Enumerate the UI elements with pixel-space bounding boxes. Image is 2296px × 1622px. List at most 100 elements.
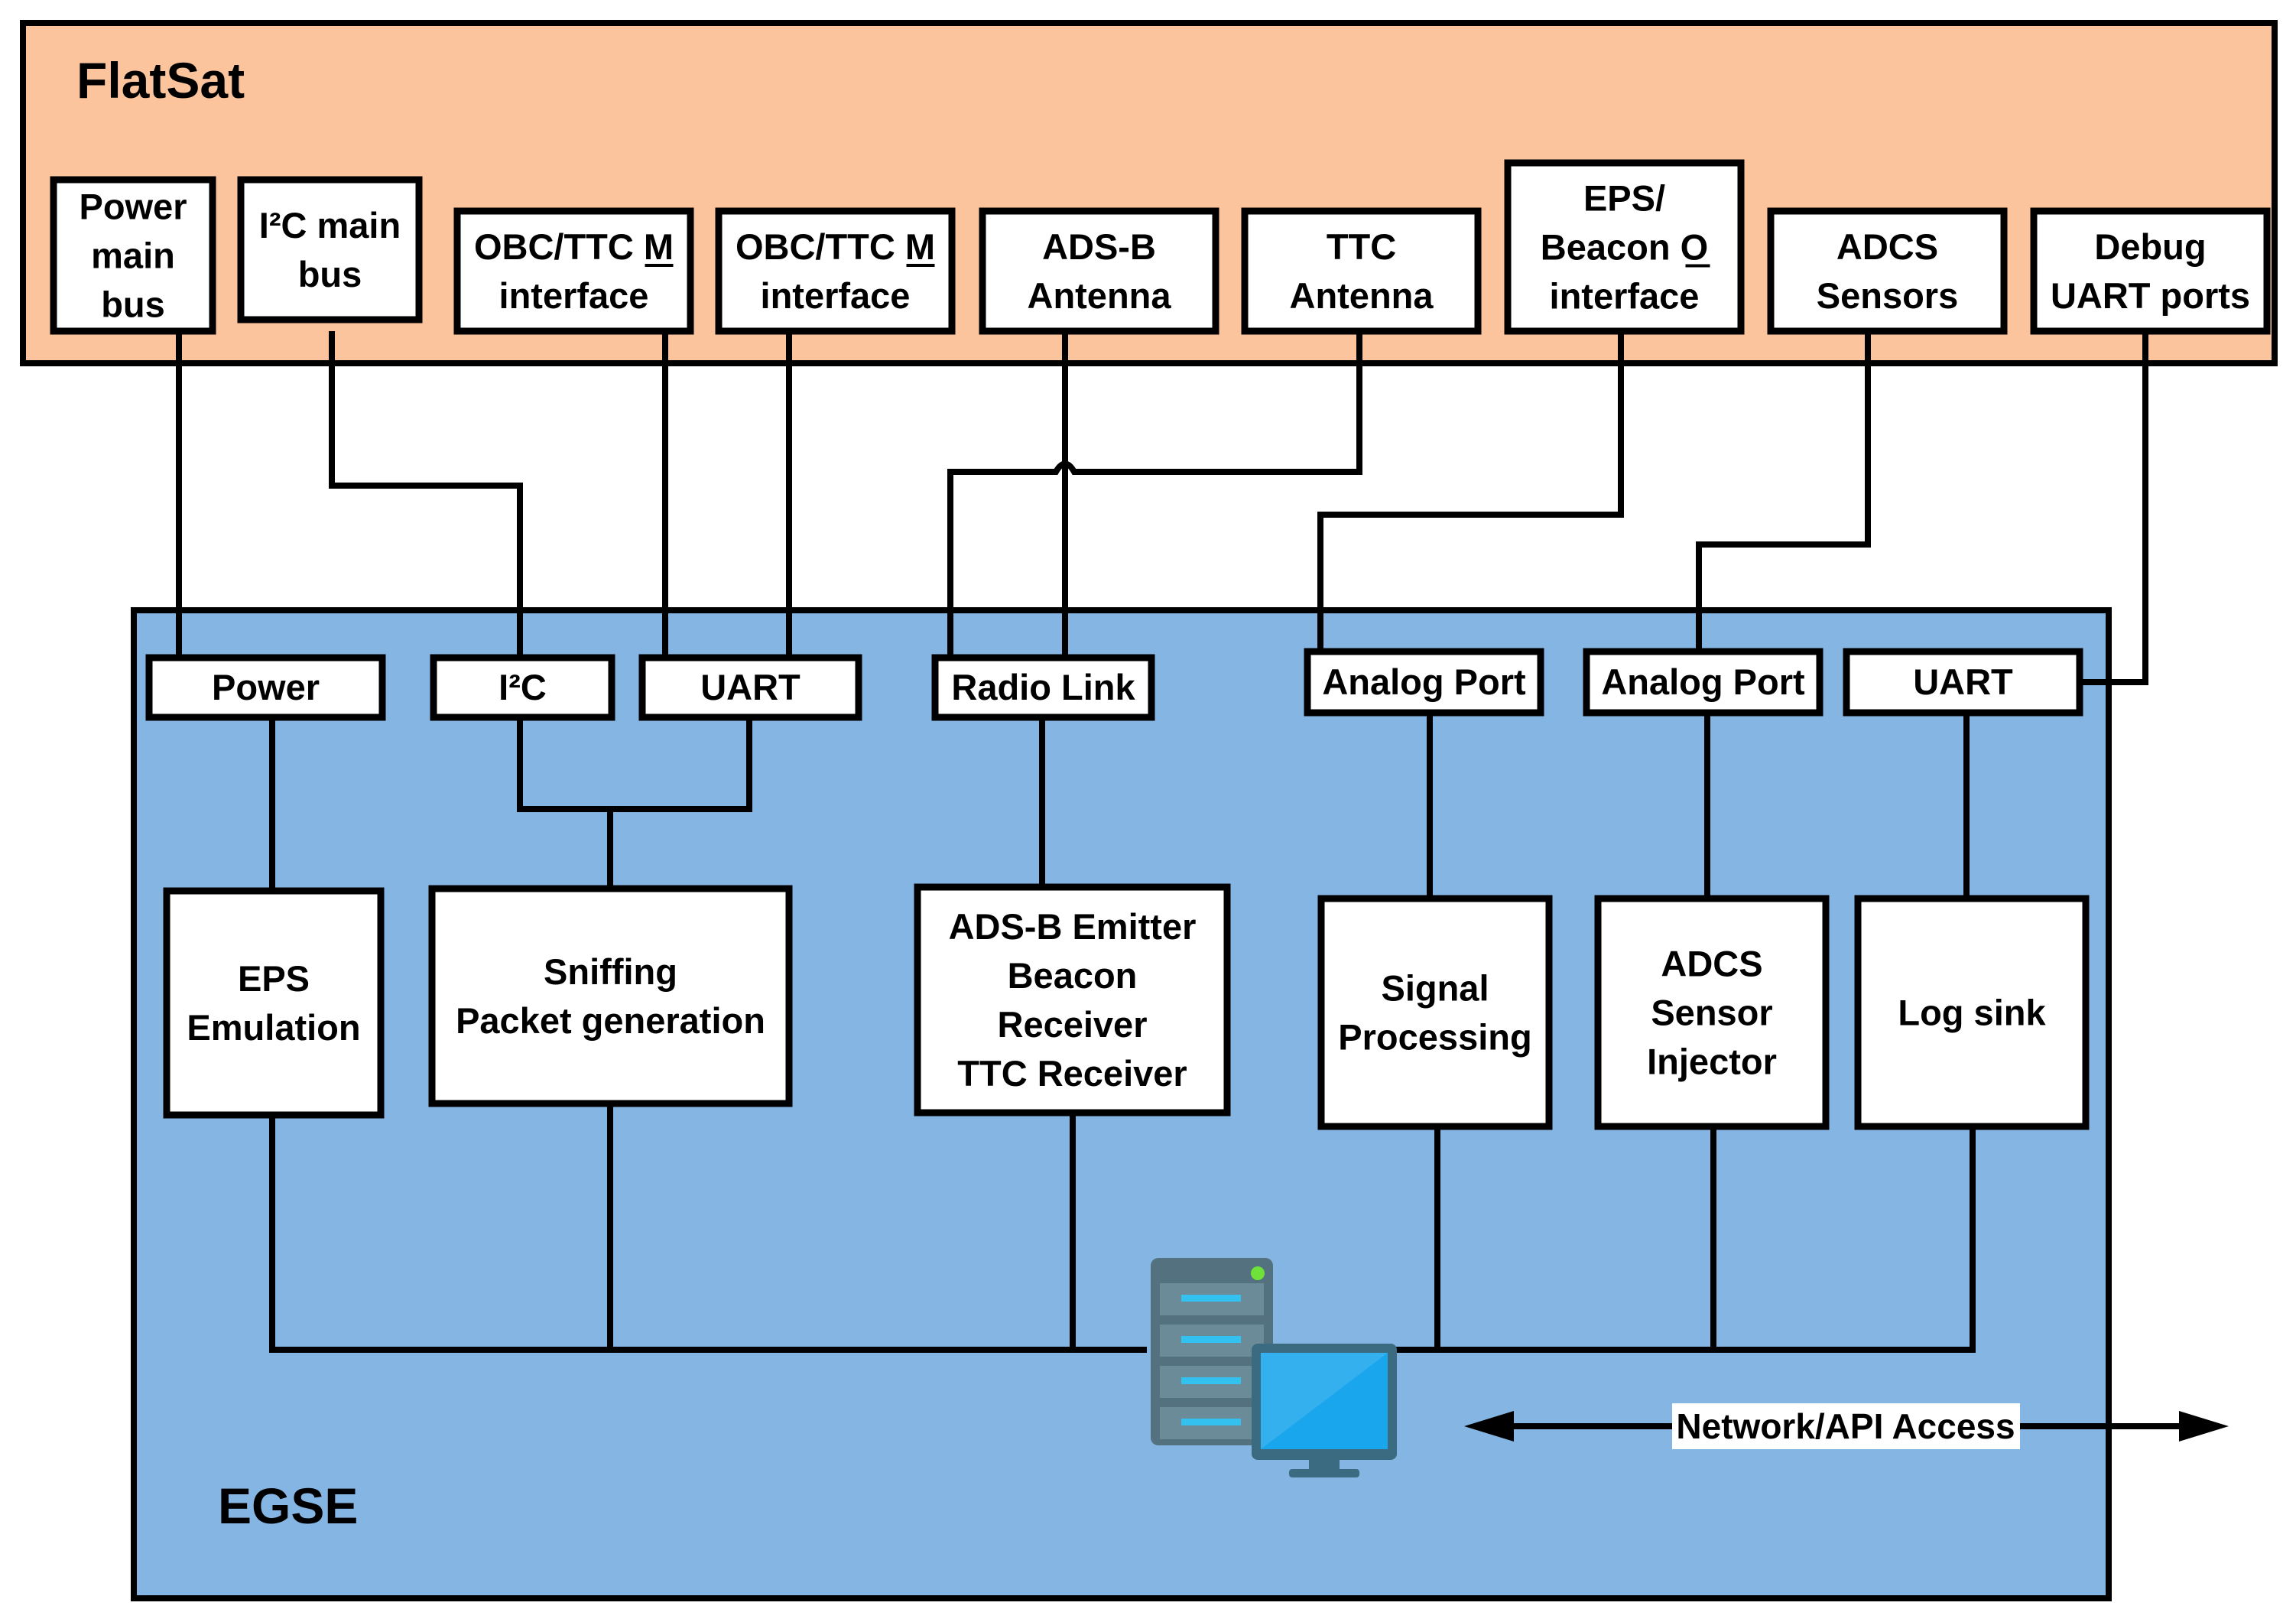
text-line: Receiver [998, 1004, 1148, 1045]
text-line: Signal [1381, 967, 1489, 1008]
text-line: Sensor [1651, 992, 1772, 1032]
function-box [163, 887, 385, 1119]
flatsat-interface-adcs_sensors: ADCS Sensors [1767, 207, 2008, 335]
egse-ports: Power I²C UART Radio Link Analog Port Analog … [145, 648, 2083, 721]
server-led [1181, 1419, 1241, 1425]
wire-bus-right [1392, 1126, 1976, 1353]
wire-ttc-antenna [947, 331, 1362, 658]
port-label: Analog Port [1322, 661, 1526, 702]
egse-function-log: Log sink [1854, 895, 2090, 1130]
port-label: UART [700, 667, 801, 707]
arrow-right-head [2179, 1411, 2229, 1442]
text-line: OBC/TTC M [474, 226, 674, 267]
egse-port-power: Power [145, 654, 386, 721]
server-led [1181, 1295, 1241, 1302]
arrow-left-head [1464, 1411, 1514, 1442]
text-line: Antenna [1028, 275, 1172, 316]
interface-box [237, 176, 423, 323]
port-box [1304, 648, 1544, 717]
egse-port-i2c: I²C [430, 654, 615, 721]
text-line: Injector [1647, 1041, 1777, 1081]
text-line: interface [761, 275, 911, 316]
text-line: TTC Receiver [957, 1053, 1187, 1094]
port-label: Radio Link [951, 667, 1135, 707]
port-label: UART [1913, 661, 2013, 702]
interface-box [979, 207, 1219, 335]
interface-box [1241, 207, 1482, 335]
network-label: Network/API Access [1676, 1406, 2015, 1446]
egse-port-analog1: Analog Port [1304, 648, 1544, 717]
interface-box [50, 176, 216, 335]
egse-port-uart1: UART [638, 654, 862, 721]
wire-eps-beacon [1317, 331, 1624, 652]
server-computer-icon [1151, 1258, 1397, 1477]
server-led [1181, 1336, 1241, 1343]
status-led [1251, 1266, 1265, 1280]
function-box [1594, 895, 1830, 1130]
text-line: main [91, 235, 175, 275]
text-line: interface [1550, 275, 1700, 316]
connection-wires [176, 331, 2148, 1353]
text-line: Emulation [187, 1007, 360, 1048]
egse-port-analog2: Analog Port [1583, 648, 1823, 717]
text-line: ADS-B [1042, 226, 1156, 267]
egse-function-eps: EPS Emulation [163, 887, 385, 1119]
wire-debug-uart [2078, 331, 2148, 685]
network-api-arrow: Network/API Access [1464, 1403, 2229, 1449]
text-line: Sensors [1817, 275, 1958, 316]
interface-box [1767, 207, 2008, 335]
wire-bus-left [269, 1115, 1147, 1353]
monitor-screen [1261, 1353, 1388, 1449]
flatsat-interface-adsb_antenna: ADS-B Antenna [979, 207, 1219, 335]
monitor-glare [1261, 1353, 1388, 1449]
interface-box [2030, 207, 2271, 335]
egse-title: EGSE [218, 1477, 358, 1534]
port-box [145, 654, 386, 721]
text-line: Beacon [1008, 955, 1138, 996]
text-line: ADCS [1836, 226, 1938, 267]
text-line: EPS/ [1583, 177, 1665, 218]
function-box [428, 885, 793, 1107]
flatsat-title: FlatSat [76, 52, 245, 109]
port-label: Power [212, 667, 320, 707]
network-label-bg [1672, 1403, 2020, 1449]
text-line: TTC [1327, 226, 1396, 267]
monitor-neck [1309, 1460, 1340, 1471]
function-box [914, 883, 1231, 1117]
text-line: Power [79, 186, 187, 226]
interface-box [1504, 159, 1745, 335]
flatsat-interface-eps_beacon: EPS/Beacon O interface [1504, 159, 1745, 335]
port-box [638, 654, 862, 721]
interface-box [453, 207, 694, 335]
flatsat-interface-i2c_bus: I²C main bus [237, 176, 423, 323]
port-box [1843, 648, 2083, 717]
port-box [430, 654, 615, 721]
flatsat-interface-obc_ttc_1: OBC/TTC M interface [453, 207, 694, 335]
wire-i2c-uart-join [517, 717, 752, 812]
text-line: ADCS [1661, 943, 1762, 983]
text-line: bus [298, 254, 362, 294]
text-line: I²C main [259, 205, 401, 245]
function-box [1854, 895, 2090, 1130]
text-line: EPS [238, 958, 310, 999]
text-line: Packet generation [456, 1000, 765, 1041]
text-line: Sniffing [544, 951, 677, 992]
text-line: interface [499, 275, 649, 316]
text-line: Processing [1338, 1016, 1531, 1057]
port-box [1583, 648, 1823, 717]
port-label: I²C [498, 667, 547, 707]
text-line: UART ports [2051, 275, 2250, 316]
text-line: Log sink [1898, 992, 2046, 1032]
monitor-base [1289, 1469, 1359, 1477]
text-line: Beacon O [1541, 226, 1708, 267]
port-label: Analog Port [1601, 661, 1805, 702]
text-line: ADS-B Emitter [949, 906, 1197, 947]
text-line: bus [101, 284, 165, 324]
